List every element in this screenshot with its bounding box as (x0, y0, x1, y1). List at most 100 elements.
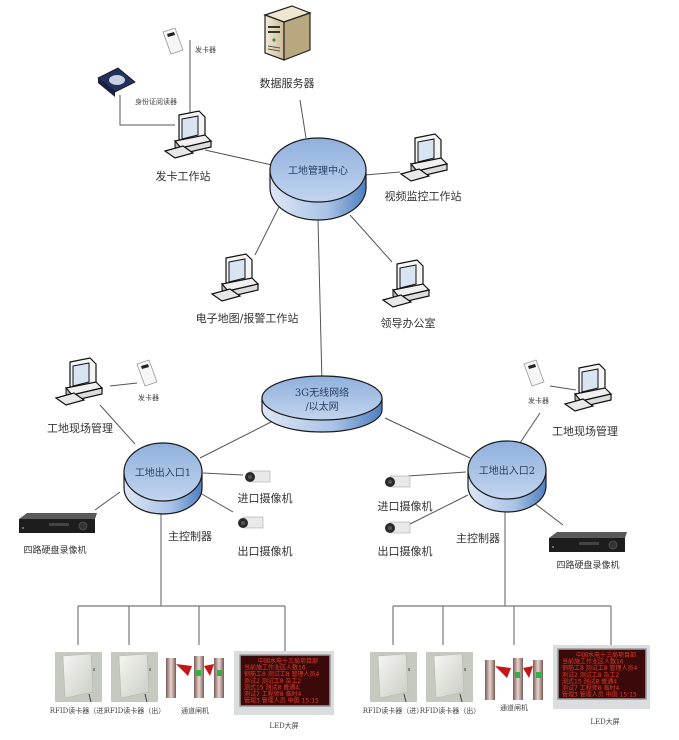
data-server[interactable]: 数据服务器 (260, 5, 315, 90)
led-text-line: 管理3 管理人员 中国 15:15 (562, 691, 637, 699)
video-monitoring-workstation[interactable]: 视频监控工作站 (385, 133, 462, 203)
gate1-turnstile[interactable]: 通道闸机 (166, 656, 224, 715)
id-reader-label: 身份证阅读器 (135, 97, 177, 106)
link-g1mgmt-issuer (109, 382, 138, 387)
gate2-turnstile[interactable]: 通道闸机 (485, 658, 543, 712)
link-network-gate2 (384, 417, 471, 459)
gate1-site-mgmt-label: 工地现场管理 (47, 421, 113, 435)
link-gate2-dvr (533, 502, 564, 526)
gate2-device-bus (392, 505, 612, 645)
link-center-leader (349, 214, 393, 263)
gate2-card-issuer-label: 发卡器 (528, 396, 549, 405)
link-server-center (299, 99, 307, 139)
gate1-dvr[interactable]: 四路硬盘录像机 (18, 512, 98, 556)
computer-icon (382, 259, 430, 308)
led-text-line: 当前施工作业区人数16 (562, 658, 624, 666)
gate2-rfid-exit[interactable]: RFID读卡器（出） (420, 651, 481, 715)
gate2-controller-label: 主控制器 (456, 531, 500, 545)
computer-icon (164, 110, 212, 159)
camera-icon (384, 475, 411, 488)
video-station-label: 视频监控工作站 (385, 189, 462, 203)
hub-management-center[interactable]: 工地管理中心 (269, 137, 367, 221)
link-g2mgmt-issuer (549, 385, 577, 391)
led-text-line: 测试7 工程师8 临时4 (562, 684, 619, 692)
link-gate2-sitemgmt (519, 412, 541, 444)
card-reader-icon (136, 359, 158, 387)
card-issuing-workstation[interactable]: 发卡工作站 (156, 110, 212, 183)
map-alarm-workstation[interactable]: 电子地图/报警工作站 (196, 253, 299, 325)
led-text-line: 测式15 测试8 普通4 (562, 677, 617, 685)
server-label: 数据服务器 (260, 76, 315, 90)
gate2-exit-camera[interactable]: 出口摄像机 (378, 521, 433, 558)
turnstile-icon (485, 658, 543, 700)
led-text-line: 测试2 测试工8 杂工2 (562, 671, 619, 679)
device-label: RFID读卡器（进） (50, 706, 111, 715)
led-text-line: 钢筋工8 测试工8 管理人员4 (562, 664, 637, 672)
hub-gate-2[interactable]: 工地出入口2 (467, 440, 547, 513)
computer-icon (55, 357, 103, 406)
card-reader-icon (523, 359, 545, 387)
led-display (239, 654, 331, 707)
link-gate2-exitcam (407, 494, 469, 526)
network-label-line2: /以太网 (305, 400, 338, 413)
gate2-exit-camera-label: 出口摄像机 (378, 544, 433, 558)
led-text-line: 钢筋工8 测试工8 管理人员4 (244, 670, 319, 678)
led-text-line: 测试2 测试工8 杂工2 (244, 677, 301, 685)
gate2-dvr-label: 四路硬盘录像机 (556, 559, 619, 571)
led-text-line: 测式15 测试8 普通4 (244, 683, 299, 691)
dvr-icon (548, 531, 628, 553)
camera-icon (384, 521, 411, 534)
camera-icon (244, 470, 271, 483)
card-reader-icon (162, 27, 184, 55)
led-text-line: 中国水电十三局项目部 (258, 657, 318, 665)
card-issuer-top[interactable]: 发卡器 (162, 27, 216, 55)
leader-office-workstation[interactable]: 领导办公室 (381, 259, 436, 330)
computer-icon (564, 363, 612, 412)
map-station-label: 电子地图/报警工作站 (196, 311, 299, 325)
device-label: RFID读卡器（出） (105, 706, 166, 715)
id-card-reader[interactable]: 身份证阅读器 (97, 67, 177, 106)
link-gate2-entrycam (407, 471, 467, 477)
gate2-card-issuer[interactable]: 发卡器 (523, 359, 549, 405)
gate1-exit-camera[interactable]: 出口摄像机 (237, 516, 293, 558)
computer-icon (400, 133, 448, 182)
rfid-reader-icon (110, 651, 159, 703)
gate2-dvr[interactable]: 四路硬盘录像机 (548, 531, 628, 571)
gate1-entry-camera[interactable]: 进口摄像机 (238, 470, 293, 505)
id-reader-icon (97, 67, 136, 97)
gate1-label: 工地出入口1 (135, 466, 191, 479)
gate2-rfid-entry[interactable]: RFID读卡器（进） (363, 651, 424, 715)
rfid-reader-icon (369, 651, 418, 703)
card-issuer-label: 发卡器 (195, 45, 216, 54)
gate1-rfid-exit[interactable]: RFID读卡器（出） (105, 651, 166, 715)
hub-network[interactable]: 3G无线网络 /以太网 (261, 375, 383, 433)
gate1-controller-label: 主控制器 (168, 529, 212, 543)
gate1-card-issuer[interactable]: 发卡器 (136, 359, 159, 402)
link-cardstation-center (204, 149, 273, 166)
link-gate1-entrycam (202, 472, 244, 476)
gate1-device-bus (77, 505, 286, 652)
gate2-entry-camera[interactable]: 进口摄像机 (378, 475, 433, 513)
gate1-rfid-entry[interactable]: RFID读卡器（进） (50, 651, 111, 715)
center-label: 工地管理中心 (288, 164, 348, 177)
link-gate1-dvr (94, 491, 121, 511)
gate1-entry-camera-label: 进口摄像机 (238, 491, 293, 505)
gate2-site-management[interactable]: 工地现场管理 (552, 363, 618, 438)
leader-office-label: 领导办公室 (381, 316, 436, 330)
device-label: LED大屏 (590, 717, 619, 726)
device-label: 通道闸机 (181, 706, 209, 715)
hub-gate-1[interactable]: 工地出入口1 (123, 442, 203, 515)
network-label-line1: 3G无线网络 (295, 386, 349, 399)
led-text-line: 当前施工作业区人数16 (244, 664, 306, 672)
rfid-reader-icon (425, 651, 474, 703)
led-text-line: 中国水电十三局项目部 (576, 651, 636, 659)
dvr-icon (18, 512, 98, 534)
device-label: RFID读卡器（出） (420, 706, 481, 715)
gate1-site-management[interactable]: 工地现场管理 (47, 357, 113, 435)
device-label: LED大屏 (269, 721, 298, 730)
link-center-network (317, 219, 323, 384)
